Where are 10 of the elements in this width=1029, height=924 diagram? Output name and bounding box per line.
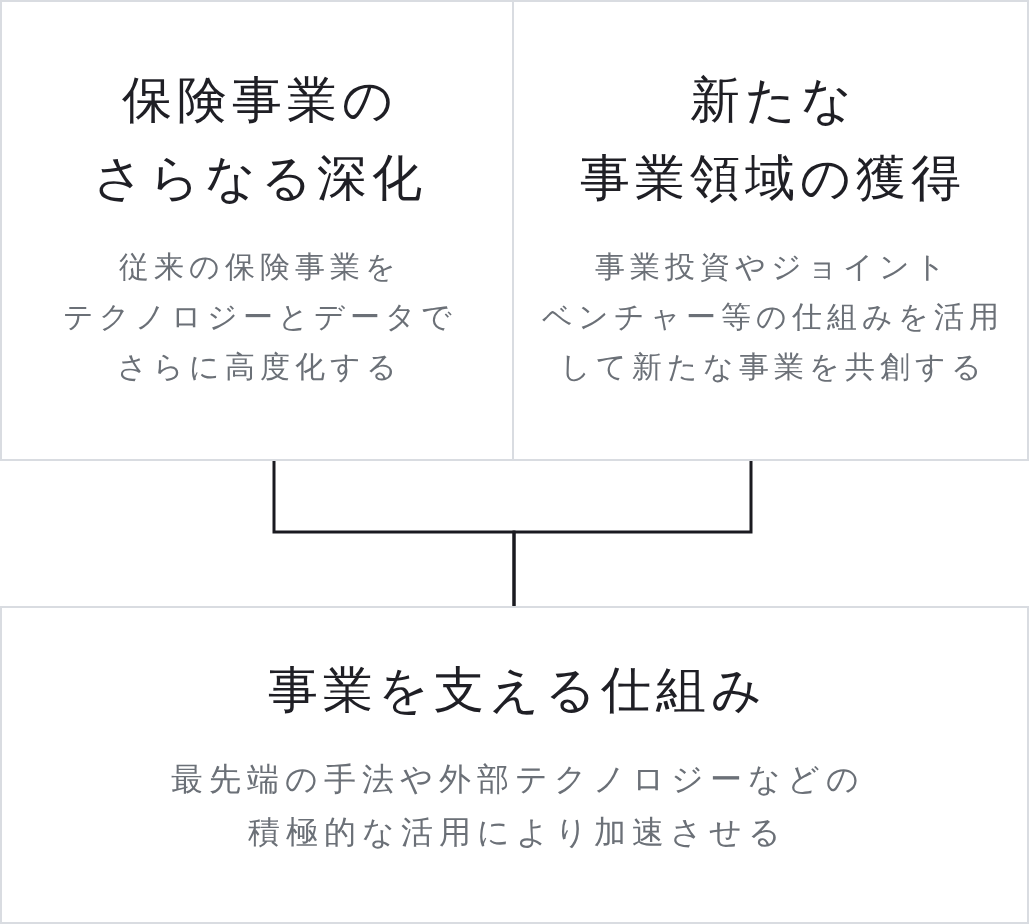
heading: 新たな事業領域の獲得 (579, 70, 966, 209)
heading: 事業を支える仕組み (266, 660, 767, 721)
description-text: 事業投資やジョイントベンチャー等の仕組みを活用して新たな事業を共創する (541, 248, 1004, 386)
content-panel (0, 0, 514, 461)
description-text: 最先端の手法や外部テクノロジーなどの積極的な活用により加速させる (169, 759, 865, 853)
description-text: 従来の保険事業をテクノロジーとデータでさらに高度化する (61, 248, 457, 386)
heading: 保険事業のさらなる深化 (91, 70, 427, 209)
connector-line (512, 461, 753, 606)
content-panel (0, 606, 1029, 924)
content-panel (514, 0, 1029, 461)
